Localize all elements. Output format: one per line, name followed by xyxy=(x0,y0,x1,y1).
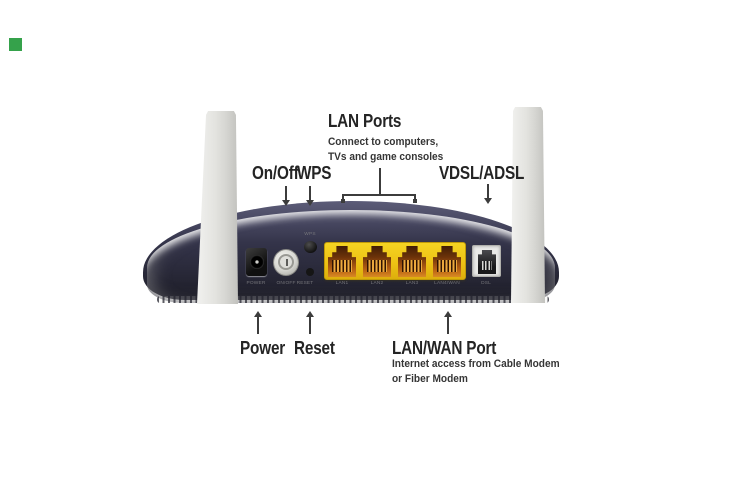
dsl-port xyxy=(478,250,496,274)
wps-arrow-stem xyxy=(309,186,311,200)
wps-button xyxy=(304,241,317,253)
lan-ports-callout-title: LAN Ports xyxy=(328,111,402,131)
lan2-engraved-label: LAN2 xyxy=(370,281,384,286)
lan3-engraved-label: LAN3 xyxy=(405,281,419,286)
on-off-button xyxy=(273,249,299,276)
wps-engraved-label: WPS xyxy=(304,232,316,237)
reset-arrow-up-icon xyxy=(306,311,314,317)
lan-wan-arrow-up-icon xyxy=(444,311,452,317)
on-off-arrow-down-icon xyxy=(282,200,290,206)
wps-callout-label: WPS xyxy=(297,163,332,183)
power-arrow-up-icon xyxy=(254,311,262,317)
lan-wan-arrow-stem xyxy=(447,316,449,334)
onoff-engraved-label: ON/OFF xyxy=(276,281,296,286)
power-engraved-label: POWER xyxy=(246,281,266,286)
lan-wan-desc-line2: or Fiber Modem xyxy=(392,372,468,385)
lan-bracket-bar xyxy=(343,194,416,196)
reset-arrow-stem xyxy=(309,316,311,334)
dsl-engraved-label: DSL xyxy=(481,281,491,286)
wps-arrow-down-icon xyxy=(306,200,314,206)
lan-ports-callout-desc: Connect to computers, TVs and game conso… xyxy=(328,135,443,164)
power-jack xyxy=(246,248,267,276)
right-antenna xyxy=(511,107,545,303)
lan-ports-desc-line2: TVs and game consoles xyxy=(328,150,444,163)
on-off-callout-label: On/Off xyxy=(252,163,299,183)
left-antenna xyxy=(197,111,238,304)
reset-callout-label: Reset xyxy=(294,338,335,358)
lan-bracket-right-dot xyxy=(413,199,417,203)
lan-wan-callout-desc: Internet access from Cable Modem or Fibe… xyxy=(392,357,560,386)
vdsl-adsl-callout-label: VDSL/ADSL xyxy=(439,163,525,183)
lan-bracket-right-tick xyxy=(414,194,416,200)
vdsl-arrow-stem xyxy=(487,184,489,198)
on-off-arrow-stem xyxy=(285,186,287,200)
power-callout-label: Power xyxy=(240,338,286,358)
lan4-wan-engraved-label: LAN4/WAN xyxy=(434,281,460,286)
reset-button xyxy=(306,268,314,276)
lan-ports-desc-line1: Connect to computers, xyxy=(328,136,439,148)
power-arrow-stem xyxy=(257,316,259,334)
lan-wan-callout-title: LAN/WAN Port xyxy=(392,338,497,358)
lan-bracket-left-dot xyxy=(341,199,345,203)
vdsl-arrow-down-icon xyxy=(484,198,492,204)
lan-bracket-stem xyxy=(379,168,381,195)
lan-wan-desc-line1: Internet access from Cable Modem xyxy=(392,358,560,370)
green-marker xyxy=(9,38,22,51)
router-bottom-vents xyxy=(157,296,549,303)
lan-bracket-left-tick xyxy=(342,194,344,200)
reset-engraved-label: RESET xyxy=(296,281,314,286)
lan1-engraved-label: LAN1 xyxy=(335,281,349,286)
